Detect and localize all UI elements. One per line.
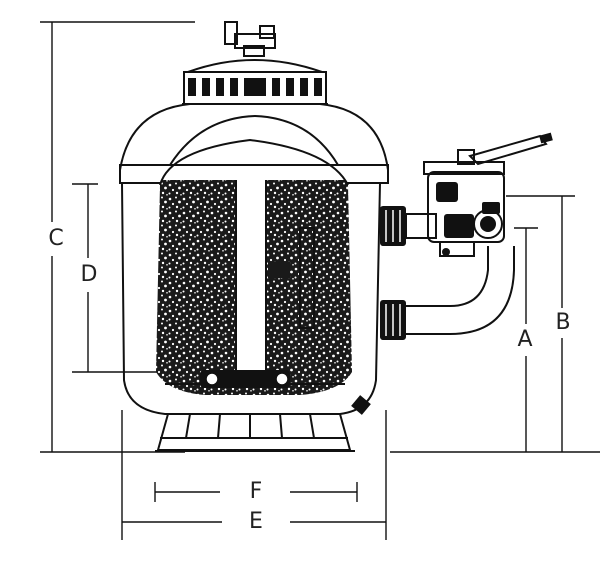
- dimension-b: B: [506, 195, 575, 452]
- multiport-valve: [380, 132, 553, 340]
- tank-base: [155, 413, 355, 452]
- dimension-label-e: E: [249, 509, 263, 534]
- tank-lid: [182, 59, 328, 105]
- dimension-label-f: F: [250, 479, 263, 504]
- dimension-e: E: [121, 410, 387, 540]
- drain-plug: [351, 395, 371, 415]
- filter-tank: [119, 21, 389, 452]
- valve-handle: [468, 134, 548, 166]
- dimension-label-a: A: [517, 327, 532, 352]
- underdrain-laterals: [165, 370, 345, 388]
- dimension-c: C: [40, 21, 195, 452]
- dimension-f: F: [154, 479, 358, 504]
- tank-dome: [119, 103, 389, 171]
- sand-media: [156, 180, 352, 395]
- dimension-label-c: C: [48, 226, 63, 251]
- dimension-label-d: D: [81, 262, 98, 287]
- dimension-label-b: B: [555, 310, 570, 335]
- air-relief-valve: [224, 21, 276, 57]
- dimension-a: A: [514, 227, 538, 452]
- dimension-d: D: [72, 183, 170, 373]
